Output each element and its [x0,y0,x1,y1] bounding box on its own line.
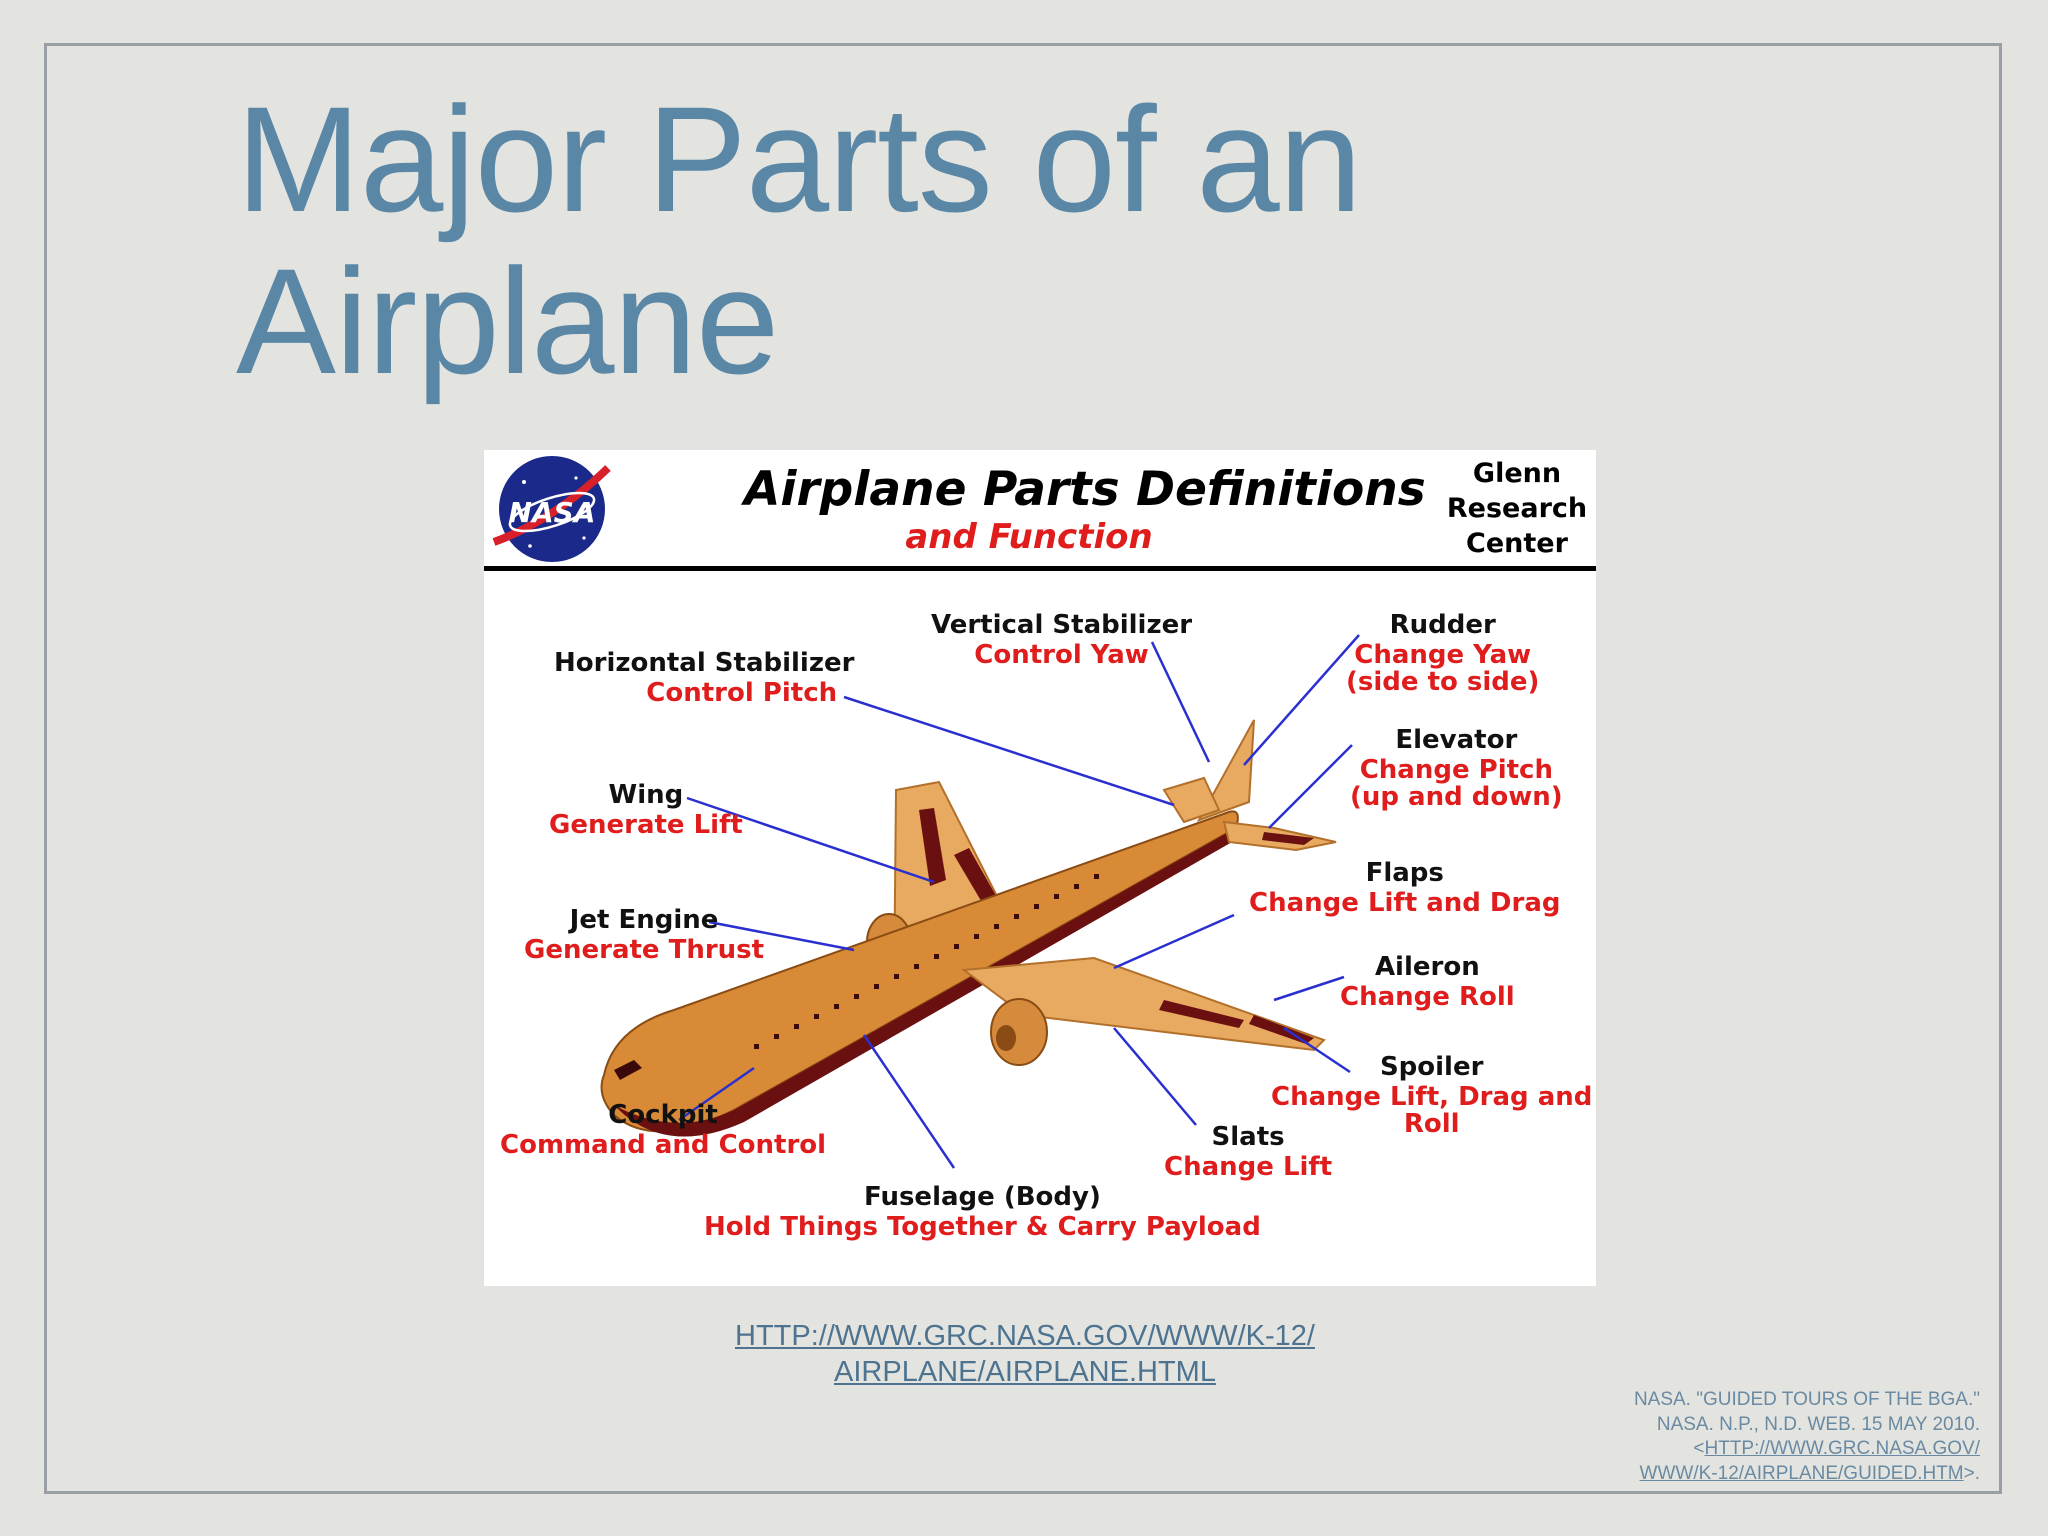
part-elevator: Elevator Change Pitch (up and down) [1350,725,1563,812]
part-flaps: Flaps Change Lift and Drag [1249,858,1561,918]
part-name: Slats [1211,1122,1285,1152]
part-fuselage: Fuselage (Body) Hold Things Together & C… [704,1182,1261,1242]
part-function: Change Lift [1164,1152,1333,1182]
airplane-body [600,719,1337,1137]
part-function: Change Lift, Drag and [1271,1082,1593,1112]
nasa-logo: NASA [492,456,611,562]
part-name: Fuselage (Body) [863,1182,1101,1212]
part-horizontal-stabilizer: Horizontal Stabilizer Control Pitch [554,648,854,708]
part-name: Jet Engine [569,905,719,935]
part-jet-engine: Jet Engine Generate Thrust [524,905,764,965]
citation-link[interactable]: HTTP://WWW.GRC.NASA.GOV/ [1704,1438,1981,1459]
source-url-link[interactable]: HTTP://WWW.GRC.NASA.GOV/WWW/K-12/ AIRPLA… [735,1320,1315,1388]
part-name: Rudder [1389,610,1496,640]
part-function: Generate Lift [549,810,743,840]
citation-line: NASA. "GUIDED TOURS OF THE BGA." [1633,1389,1980,1410]
airplane-parts-diagram: NASA [484,450,1596,1286]
slide-title: Major Parts of an Airplane [236,75,1362,405]
part-name: Wing [608,780,684,810]
part-function-detail: (side to side) [1346,667,1540,697]
part-function-detail: Roll [1403,1109,1460,1139]
citation: NASA. "GUIDED TOURS OF THE BGA." NASA. N… [1380,1388,1980,1486]
svg-text:NASA: NASA [509,496,596,529]
part-function: Change Pitch [1359,755,1553,785]
part-name: Elevator [1395,725,1518,755]
part-function: Control Pitch [646,678,838,708]
part-vertical-stabilizer: Vertical Stabilizer Control Yaw [931,610,1192,670]
part-function: Change Roll [1340,982,1515,1012]
part-name: Flaps [1365,858,1444,888]
part-function: Command and Control [500,1130,827,1160]
leader-lines [678,634,1360,1169]
diagram-subtitle: and Function [905,517,1153,557]
diagram-title: Airplane Parts Definitions [744,462,1426,517]
part-name: Vertical Stabilizer [931,610,1193,640]
part-rudder: Rudder Change Yaw (side to side) [1346,610,1539,697]
part-name: Spoiler [1379,1052,1484,1082]
part-spoiler: Spoiler Change Lift, Drag and Roll [1271,1052,1592,1139]
part-function-detail: (up and down) [1350,782,1563,812]
part-function: Control Yaw [974,640,1149,670]
header-divider [484,566,1596,571]
part-name: Aileron [1374,952,1480,982]
part-function: Generate Thrust [524,935,765,965]
part-name: Cockpit [608,1100,718,1130]
part-function: Change Yaw [1354,640,1532,670]
part-function: Change Lift and Drag [1249,888,1561,918]
glenn-research-center-label: Glenn Research Center [1446,458,1588,559]
part-aileron: Aileron Change Roll [1340,952,1515,1012]
part-wing: Wing Generate Lift [549,780,743,840]
part-slats: Slats Change Lift [1164,1122,1332,1182]
citation-link[interactable]: WWW/K-12/AIRPLANE/GUIDED.HTM [1639,1462,1964,1484]
airplane-illustration: NASA [492,456,1360,1169]
part-name: Horizontal Stabilizer [554,648,855,678]
part-function: Hold Things Together & Carry Payload [704,1212,1261,1242]
part-cockpit: Cockpit Command and Control [500,1100,826,1160]
citation-line: NASA. N.P., N.D. WEB. 15 MAY 2010. [1656,1413,1980,1435]
citation-line: <HTTP://WWW.GRC.NASA.GOV/ [1693,1438,1981,1459]
citation-line: WWW/K-12/AIRPLANE/GUIDED.HTM>. [1639,1462,1980,1484]
slide-frame [44,43,2002,1494]
